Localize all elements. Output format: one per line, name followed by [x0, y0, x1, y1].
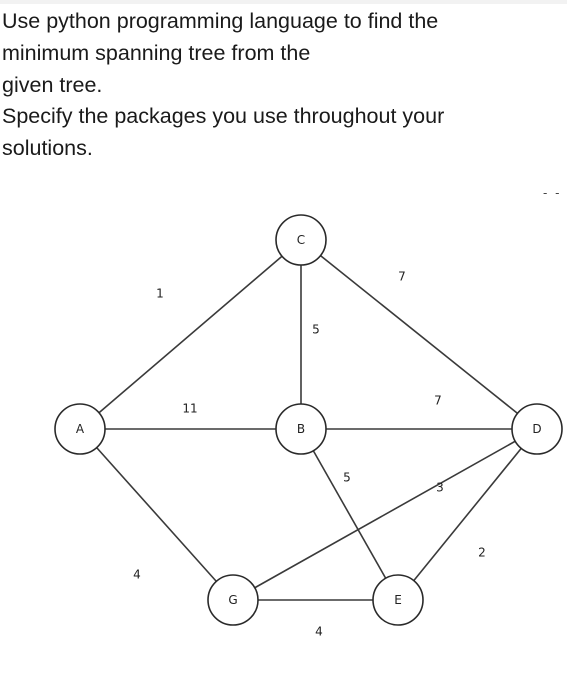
node-circle: [207, 574, 259, 626]
node-label: E: [394, 593, 402, 607]
edge-weight-d-e: 2: [478, 546, 486, 560]
node-c: C: [275, 214, 327, 266]
node-circle: [54, 403, 106, 455]
edge-weight-a-b: 11: [182, 402, 197, 416]
question-line: Specify the packages you use throughout …: [2, 104, 445, 129]
node-b: B: [275, 403, 327, 455]
edge-weight-c-d: 7: [398, 270, 406, 284]
node-label: B: [297, 422, 305, 436]
edge-weight-c-b: 5: [312, 323, 320, 337]
edge-b-e: [312, 450, 387, 579]
edge-weight-a-c: 1: [156, 287, 164, 301]
node-label: G: [228, 593, 237, 607]
edge-weight-g-e: 4: [315, 625, 323, 639]
edge-weight-a-g: 4: [133, 568, 141, 582]
node-label: A: [76, 422, 85, 436]
corner-mark: - -: [543, 186, 562, 200]
question-text: Use python programming language to find …: [2, 6, 542, 165]
weight-layer: 1 7 5 11 7 5 3 2 4 4: [133, 270, 486, 639]
node-layer: C A B D G E: [54, 214, 563, 626]
node-d: D: [511, 403, 563, 455]
edge-g-d: [254, 440, 516, 589]
edge-weight-g-d: 3: [436, 481, 444, 495]
question-line: minimum spanning tree from the: [2, 40, 311, 65]
node-circle: [275, 403, 327, 455]
node-a: A: [54, 403, 106, 455]
edge-d-e: [413, 447, 522, 582]
node-label: D: [532, 422, 541, 436]
question-line: solutions.: [2, 136, 93, 161]
top-divider: [0, 0, 567, 4]
edge-layer: [96, 255, 522, 601]
node-g: G: [207, 574, 259, 626]
edge-c-d: [320, 255, 518, 414]
question-line: given tree.: [2, 72, 103, 97]
edge-a-c: [98, 255, 283, 414]
node-e: E: [372, 574, 424, 626]
edge-weight-b-e: 5: [343, 471, 351, 485]
edge-a-g: [96, 447, 217, 582]
node-label: C: [297, 233, 305, 247]
node-circle: [372, 574, 424, 626]
node-circle: [275, 214, 327, 266]
question-line: Use python programming language to find …: [2, 9, 439, 33]
edge-weight-b-d: 7: [434, 394, 442, 408]
node-circle: [511, 403, 563, 455]
